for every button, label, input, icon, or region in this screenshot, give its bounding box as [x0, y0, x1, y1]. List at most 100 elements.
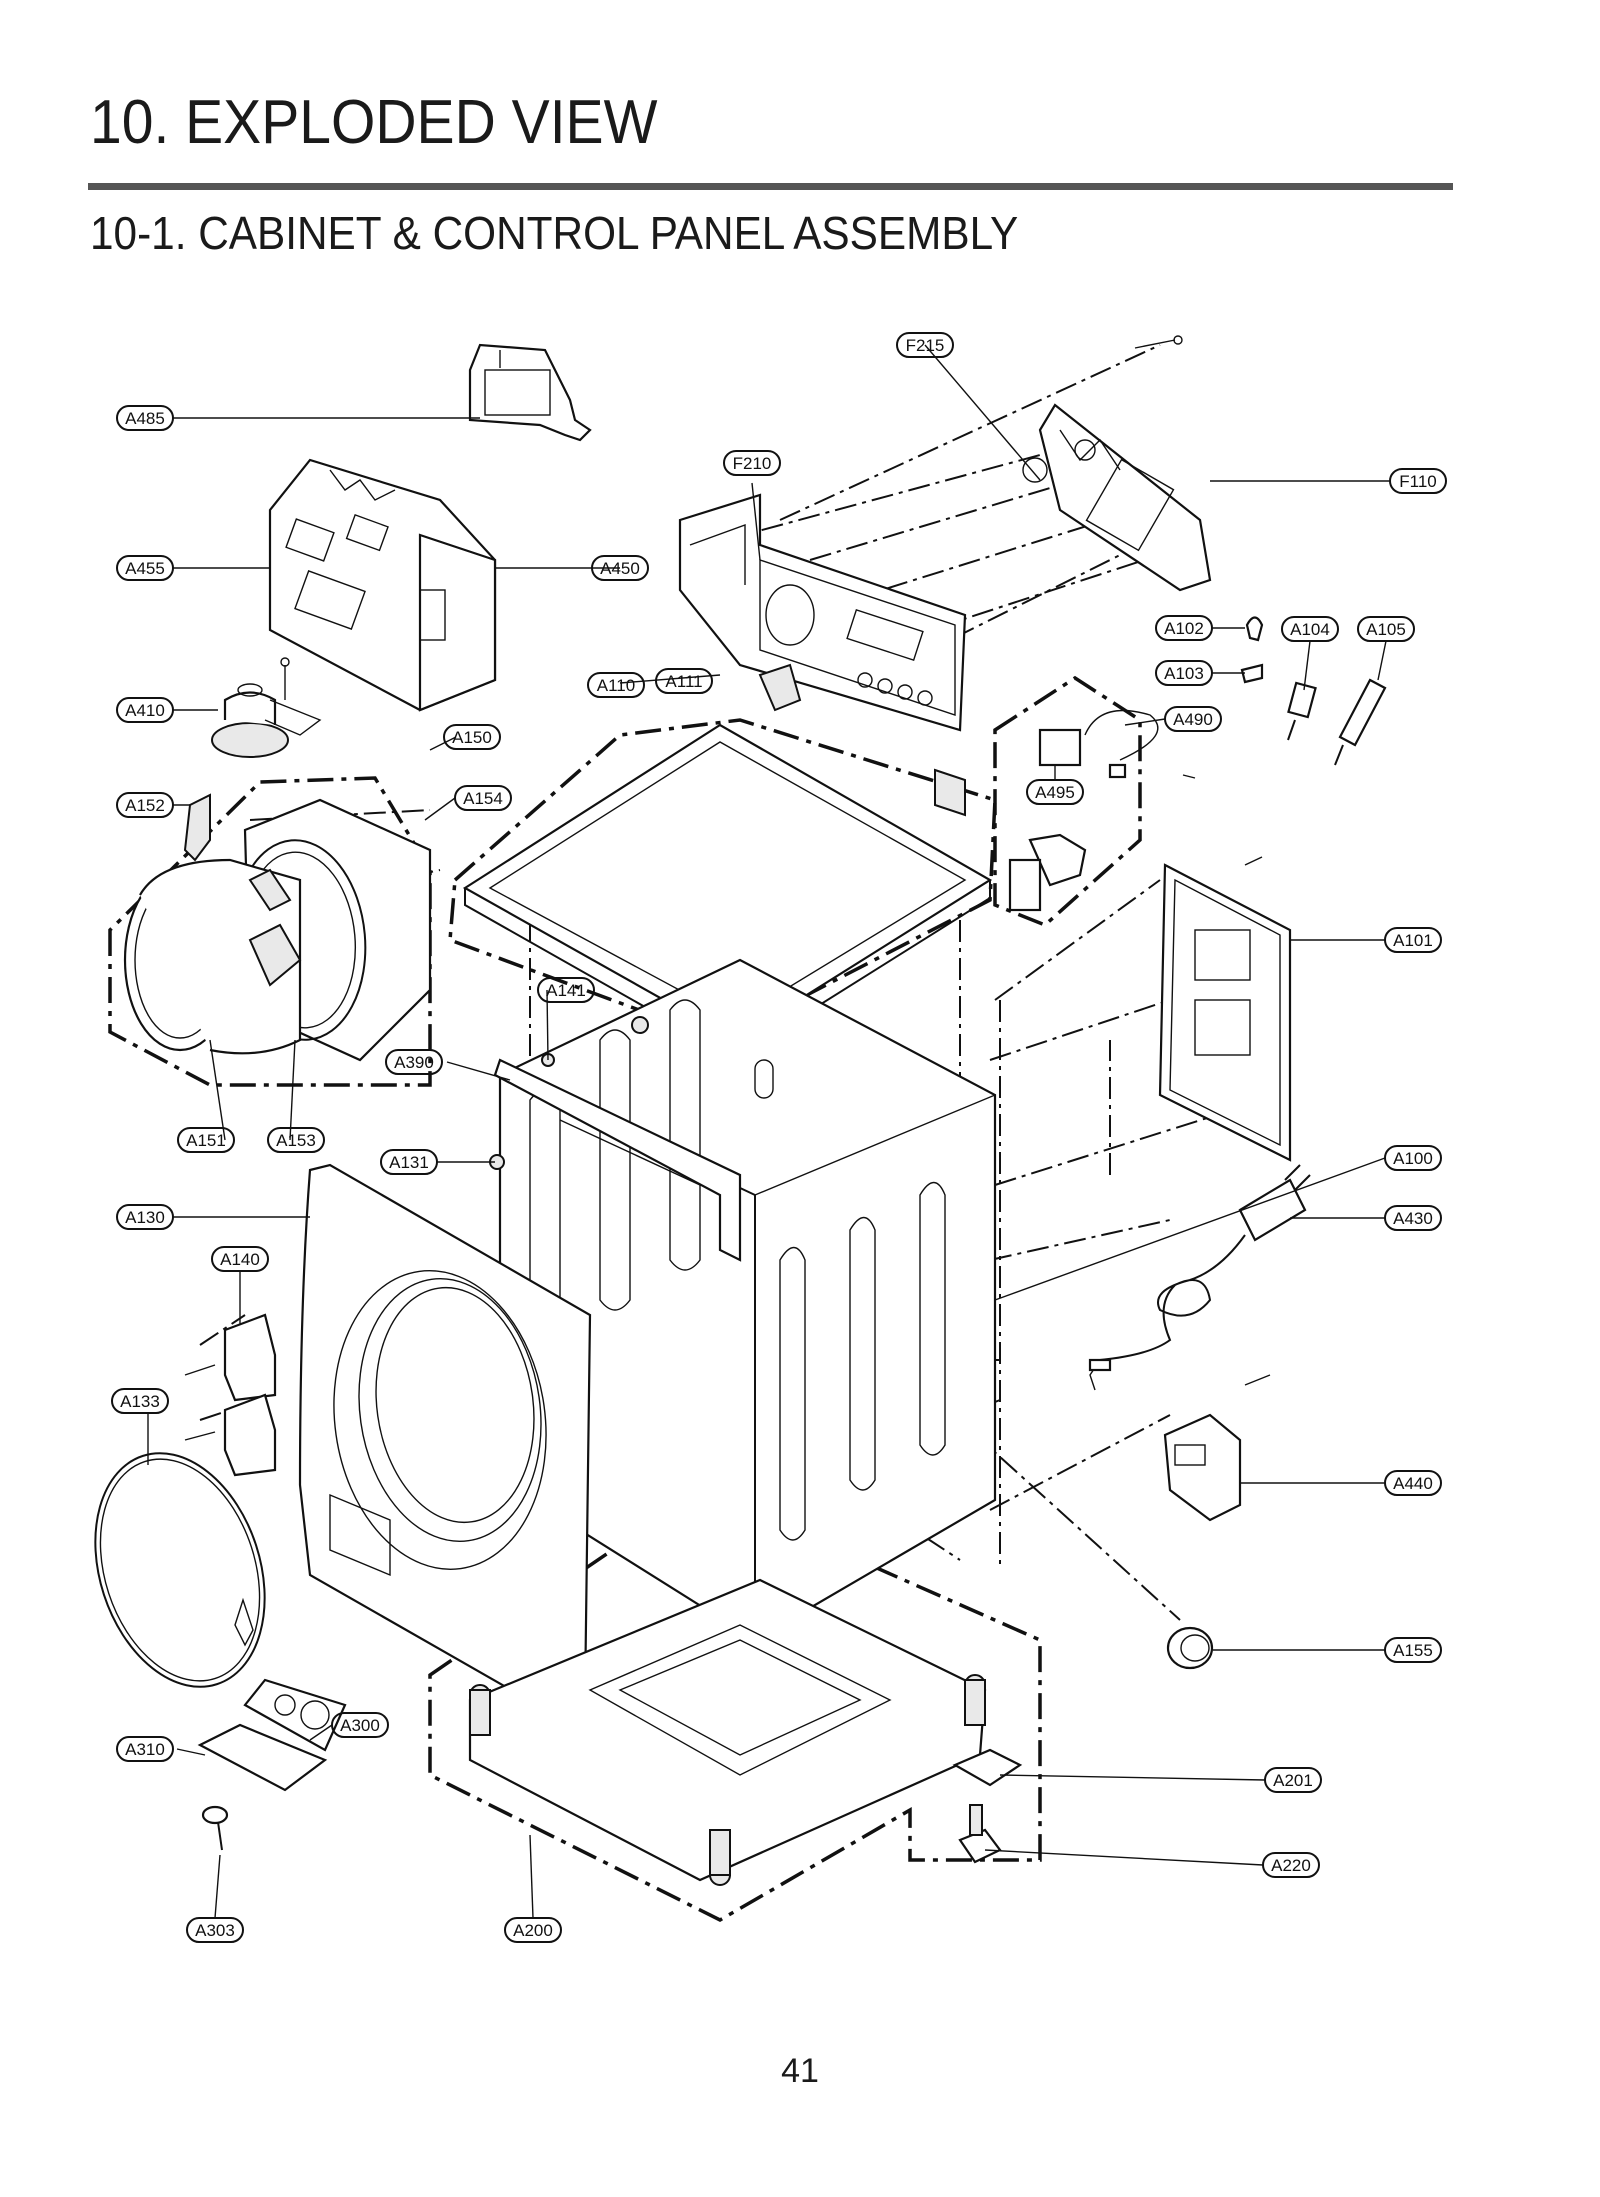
- svg-text:A102: A102: [1164, 619, 1204, 638]
- svg-text:A110: A110: [597, 676, 635, 695]
- svg-text:A133: A133: [120, 1392, 160, 1411]
- callout-a310: A310: [116, 1736, 174, 1762]
- a140-hinge-part: [184, 1313, 277, 1477]
- svg-text:A130: A130: [125, 1208, 165, 1227]
- svg-text:F210: F210: [733, 454, 772, 473]
- svg-text:A201: A201: [1273, 1771, 1313, 1790]
- callout-a200: A200: [504, 1917, 562, 1943]
- callout-a155: A155: [1384, 1637, 1442, 1663]
- page-title: 10. EXPLODED VIEW: [90, 88, 658, 157]
- svg-text:A153: A153: [276, 1131, 316, 1150]
- f110-dispenser-part: [1022, 403, 1212, 592]
- a303-screw-part: [201, 1805, 229, 1851]
- svg-text:A440: A440: [1393, 1474, 1433, 1493]
- callout-labels: F215 A485 F210 F110 A455 A450 A102 A104 …: [111, 332, 1447, 1943]
- svg-text:F110: F110: [1399, 472, 1437, 491]
- a111-hinge-part: [758, 663, 966, 817]
- svg-text:A151: A151: [186, 1131, 226, 1150]
- callout-a495: A495: [1026, 779, 1084, 805]
- svg-text:A104: A104: [1290, 620, 1330, 639]
- svg-text:A111: A111: [665, 672, 702, 691]
- section-subtitle: 10-1. CABINET & CONTROL PANEL ASSEMBLY: [90, 207, 1019, 259]
- callout-a450: A450: [591, 555, 649, 581]
- a390-frame-part: [493, 1058, 742, 1262]
- a440-filter-part: [1163, 1374, 1271, 1522]
- a490-harness-part: [1038, 709, 1159, 779]
- callout-a455: A455: [116, 555, 174, 581]
- a495-valve-part: [1008, 774, 1196, 912]
- svg-text:A105: A105: [1366, 620, 1406, 639]
- a105-shock-part: [1334, 678, 1387, 766]
- svg-text:A300: A300: [340, 1716, 380, 1735]
- callout-a100: A100: [1384, 1145, 1442, 1171]
- svg-text:A450: A450: [600, 559, 640, 578]
- callout-a490: A490: [1164, 706, 1222, 732]
- svg-text:A101: A101: [1393, 931, 1433, 950]
- callout-a110: A110: [587, 672, 645, 698]
- callout-a105: A105: [1357, 616, 1415, 642]
- callout-f215: F215: [896, 332, 954, 358]
- svg-text:A455: A455: [125, 559, 165, 578]
- svg-text:A155: A155: [1393, 1641, 1433, 1660]
- a104-foot-part: [1287, 681, 1317, 741]
- callout-a153: A153: [267, 1127, 325, 1153]
- f215-screw-part: [1134, 335, 1183, 349]
- top-plate-group: [448, 718, 997, 1042]
- callout-a151: A151: [177, 1127, 235, 1153]
- a130-front-panel-part: [298, 1163, 592, 1702]
- a310-cover-part: [197, 1723, 328, 1792]
- callout-a104: A104: [1281, 616, 1339, 642]
- callout-a410: A410: [116, 697, 174, 723]
- svg-text:A131: A131: [389, 1153, 429, 1172]
- svg-text:A150: A150: [452, 728, 492, 747]
- a155-cap-part: [1166, 1626, 1214, 1670]
- callout-f210: F210: [723, 450, 781, 476]
- callout-a485: A485: [116, 405, 174, 431]
- svg-text:A152: A152: [125, 796, 165, 815]
- svg-text:A485: A485: [125, 409, 165, 428]
- callout-a154: A154: [454, 785, 512, 811]
- valve-group: [993, 675, 1142, 928]
- a102-clip-part: [1245, 616, 1264, 642]
- callout-a303: A303: [186, 1917, 244, 1943]
- callout-a440: A440: [1384, 1470, 1442, 1496]
- svg-text:A310: A310: [125, 1740, 165, 1759]
- callout-a220: A220: [1262, 1852, 1320, 1878]
- callout-f110: F110: [1389, 468, 1447, 494]
- callout-a131: A131: [380, 1149, 438, 1175]
- callout-a111: A111: [655, 668, 713, 694]
- svg-text:A154: A154: [463, 789, 503, 808]
- svg-text:A141: A141: [546, 981, 586, 1000]
- a430-power-cord-part: [1088, 1164, 1311, 1391]
- f210-control-panel-part: [678, 493, 967, 732]
- svg-text:A390: A390: [394, 1053, 434, 1072]
- callout-a430: A430: [1384, 1205, 1442, 1231]
- a455-a450-pcb-part: [268, 458, 497, 712]
- svg-text:F215: F215: [906, 336, 945, 355]
- a220-leveling-foot-part: [958, 1804, 1002, 1864]
- callout-a101: A101: [1384, 927, 1442, 953]
- a152-hinge-part: [183, 793, 211, 862]
- svg-text:A430: A430: [1393, 1209, 1433, 1228]
- callout-a390: A390: [385, 1049, 443, 1075]
- a150-door-part: [123, 798, 432, 1062]
- callout-a103: A103: [1155, 660, 1213, 686]
- callout-a150: A150: [443, 724, 501, 750]
- callout-a300: A300: [331, 1712, 389, 1738]
- a410-switch-part: [211, 657, 322, 758]
- callout-a102: A102: [1155, 615, 1213, 641]
- svg-text:A303: A303: [195, 1921, 235, 1940]
- a485-bracket-part: [468, 343, 592, 442]
- svg-text:A100: A100: [1393, 1149, 1433, 1168]
- callout-a140: A140: [211, 1246, 269, 1272]
- a201-bracket-part: [952, 1748, 1023, 1787]
- svg-text:A410: A410: [125, 701, 165, 720]
- a101-back-cover-part: [1158, 856, 1292, 1162]
- svg-text:A220: A220: [1271, 1856, 1311, 1875]
- callout-a133: A133: [111, 1388, 169, 1414]
- svg-text:A490: A490: [1173, 710, 1213, 729]
- svg-text:A140: A140: [220, 1250, 260, 1269]
- callout-a130: A130: [116, 1204, 174, 1230]
- callout-a201: A201: [1264, 1767, 1322, 1793]
